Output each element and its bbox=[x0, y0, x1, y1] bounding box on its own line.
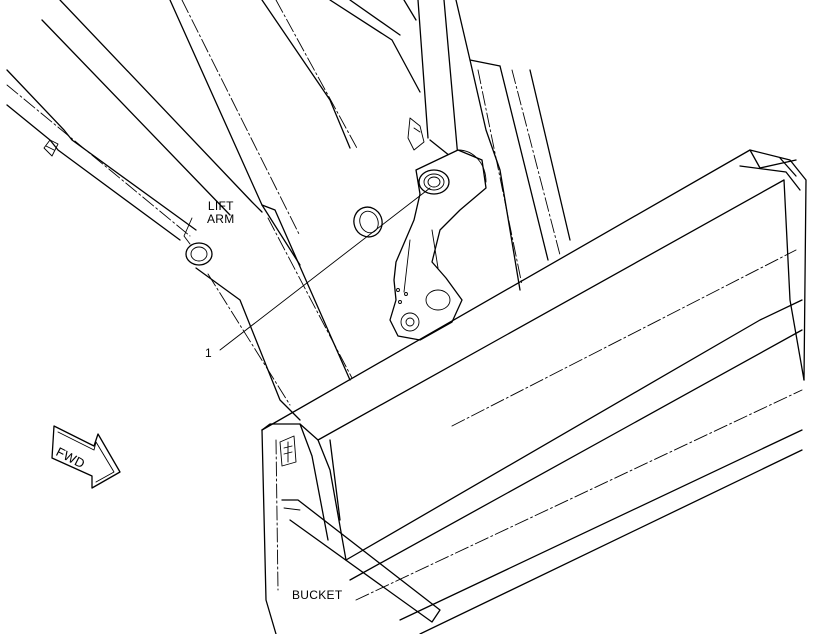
seal-ring bbox=[353, 206, 383, 238]
link-pin-bore bbox=[418, 169, 450, 195]
lift-arm-pin bbox=[185, 242, 213, 266]
bucket-label: BUCKET bbox=[292, 588, 343, 602]
bucket-drawing bbox=[261, 149, 807, 634]
frame-structure bbox=[169, 0, 421, 421]
callout-leader bbox=[219, 187, 431, 351]
lift-arm-drawing bbox=[6, 0, 263, 245]
callout-number: 1 bbox=[205, 346, 212, 360]
tilt-link bbox=[389, 149, 487, 341]
fwd-arrow bbox=[51, 425, 121, 489]
lift-arm-label: LIFT ARM bbox=[207, 199, 235, 226]
bucket-logo bbox=[279, 435, 297, 467]
